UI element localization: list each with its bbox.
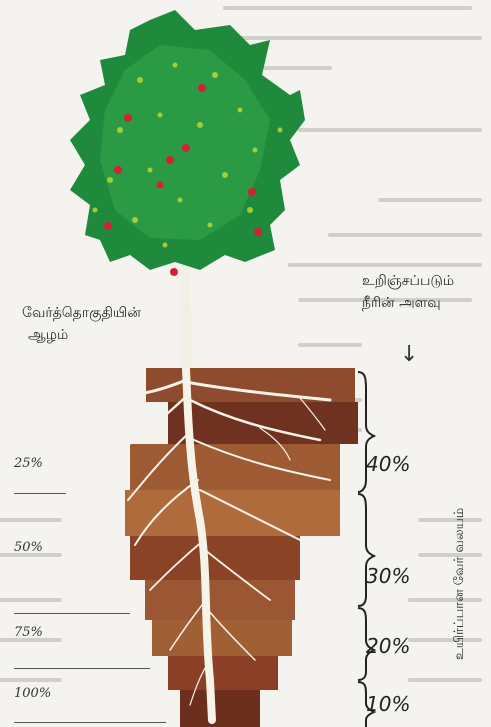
uptake-value-40: 40% — [366, 452, 410, 476]
soil-layer-9 — [180, 690, 260, 727]
depth-mark-75: 75% — [14, 625, 43, 640]
down-arrow-icon: ↓ — [400, 342, 418, 367]
depth-rule-50 — [14, 613, 130, 614]
active-root-zone-label: உயிர்ப்பான வேர் வலயம் — [452, 508, 468, 660]
soil-layer-2 — [168, 402, 358, 444]
water-uptake-label: உறிஞ்சப்படும் நீரின் அளவு — [362, 270, 454, 314]
brackets — [358, 372, 374, 727]
uptake-value-20: 20% — [366, 634, 410, 658]
root-depth-label-line1: வேர்த்தொகுதியின் — [22, 302, 141, 324]
depth-rule-100 — [14, 722, 166, 723]
root-depth-label-line2: ஆழம் — [22, 324, 141, 346]
soil-layer-6 — [145, 580, 295, 620]
foliage — [70, 10, 305, 276]
depth-mark-100: 100% — [14, 686, 51, 701]
uptake-value-30: 30% — [366, 564, 410, 588]
depth-rule-25 — [14, 493, 66, 494]
uptake-value-10: 10% — [366, 692, 410, 716]
water-uptake-label-line2: நீரின் அளவு — [362, 292, 454, 314]
soil-layer-8 — [168, 656, 278, 690]
root-depth-label: வேர்த்தொகுதியின் ஆழம் — [22, 302, 141, 346]
soil-layer-4 — [125, 490, 340, 536]
soil-layer-3 — [130, 444, 340, 490]
depth-rule-75 — [14, 668, 150, 669]
water-uptake-label-line1: உறிஞ்சப்படும் — [362, 270, 454, 292]
trunk — [180, 260, 192, 368]
depth-mark-25: 25% — [14, 456, 43, 471]
depth-mark-50: 50% — [14, 540, 43, 555]
